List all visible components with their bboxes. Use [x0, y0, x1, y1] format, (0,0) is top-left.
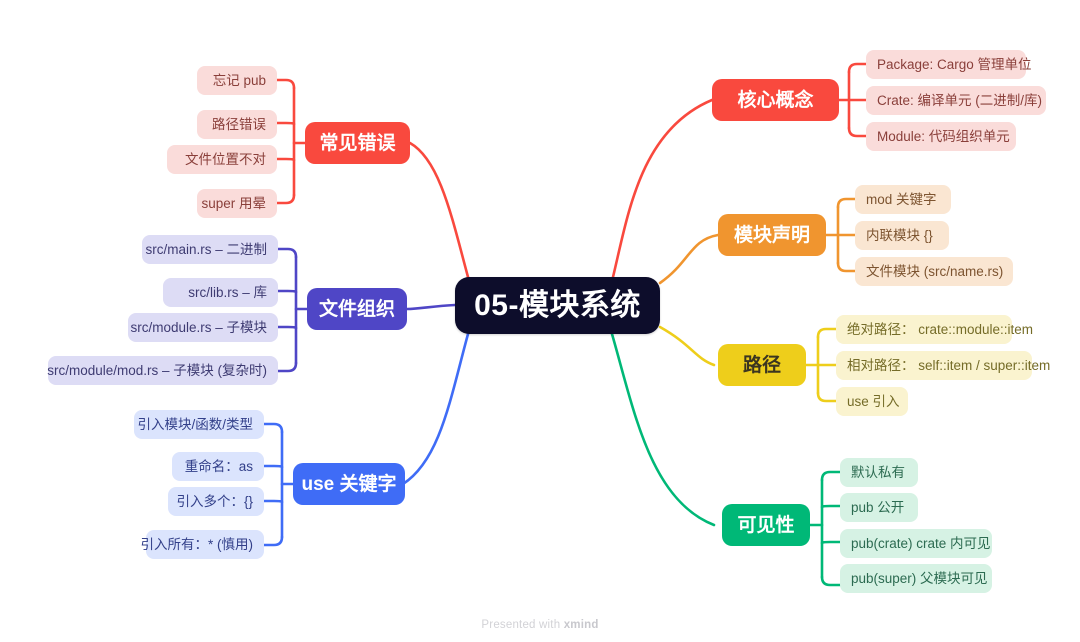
leaf-label: Crate: 编译单元 (二进制/库)	[877, 92, 1043, 108]
branch-visibility[interactable]: 可见性	[722, 504, 810, 546]
edge-root-core-concepts	[611, 98, 714, 279]
branch-file-organization-label: 文件组织	[319, 298, 396, 320]
leaf-label: 重命名：as	[184, 458, 253, 474]
leaf-label: src/module/mod.rs – 子模块 (复杂时)	[47, 362, 267, 378]
leaf-label: 默认私有	[851, 464, 905, 480]
leaf-label: 引入模块/函数/类型	[137, 416, 253, 432]
leaf-use-keyword-0[interactable]: 引入模块/函数/类型	[134, 410, 264, 439]
leaf-label: use 引入	[847, 393, 900, 409]
credit-prefix: Presented with	[481, 619, 564, 631]
leaf-file-organization-2[interactable]: src/module.rs – 子模块	[128, 313, 278, 342]
leaf-use-keyword-2[interactable]: 引入多个：{}	[168, 487, 264, 516]
leaf-paths-0[interactable]: 绝对路径： crate::module::item	[836, 315, 1033, 344]
leaf-label: 引入所有：* (慎用)	[140, 536, 254, 552]
leaf-label: pub 公开	[851, 499, 905, 515]
xmind-credit: Presented with xmind	[0, 619, 1080, 631]
branch-visibility-label: 可见性	[737, 514, 795, 536]
leaf-label: Module: 代码组织单元	[877, 128, 1010, 144]
leaf-label: mod 关键字	[866, 191, 937, 207]
leaf-label: 相对路径： self::item / super::item	[847, 357, 1051, 373]
leaf-label: src/main.rs – 二进制	[145, 241, 267, 257]
branch-common-errors[interactable]: 常见错误	[305, 122, 410, 164]
leaf-label: 文件模块 (src/name.rs)	[866, 263, 1004, 279]
leaf-visibility-0[interactable]: 默认私有	[840, 458, 918, 487]
leaf-visibility-2[interactable]: pub(crate) crate 内可见	[840, 529, 992, 558]
edge-root-visibility	[610, 332, 716, 527]
leaf-core-concepts-2[interactable]: Module: 代码组织单元	[866, 122, 1016, 151]
branch-core-concepts-label: 核心概念	[737, 89, 814, 111]
leaf-label: pub(super) 父模块可见	[851, 570, 988, 586]
edge-root-common-errors	[408, 141, 470, 279]
root-topic-label: 05-模块系统	[474, 288, 641, 322]
edge-root-paths	[658, 325, 716, 367]
leaf-label: 内联模块 {}	[866, 227, 933, 243]
leaf-common-errors-1[interactable]: 路径错误	[197, 110, 277, 139]
leaf-module-declaration-1[interactable]: 内联模块 {}	[855, 221, 949, 250]
leaf-label: 忘记 pub	[212, 72, 266, 88]
leaf-visibility-1[interactable]: pub 公开	[840, 493, 918, 522]
branch-module-declaration[interactable]: 模块声明	[718, 214, 826, 256]
leaf-label: Package: Cargo 管理单位	[877, 56, 1032, 72]
branch-paths-label: 路径	[742, 354, 781, 376]
leaf-label: src/lib.rs – 库	[188, 284, 267, 300]
leaf-label: super 用晕	[201, 195, 266, 211]
leaf-common-errors-2[interactable]: 文件位置不对	[167, 145, 277, 174]
leaf-core-concepts-1[interactable]: Crate: 编译单元 (二进制/库)	[866, 86, 1046, 115]
edge-root-module-declaration	[658, 233, 720, 285]
root-topic[interactable]: 05-模块系统	[455, 277, 660, 334]
branch-file-organization[interactable]: 文件组织	[307, 288, 407, 330]
branch-use-keyword-label: use 关键字	[301, 473, 397, 495]
branch-use-keyword[interactable]: use 关键字	[293, 463, 405, 505]
leaf-paths-2[interactable]: use 引入	[836, 387, 908, 416]
leaf-use-keyword-3[interactable]: 引入所有：* (慎用)	[141, 530, 264, 559]
branch-paths[interactable]: 路径	[718, 344, 806, 386]
leaf-core-concepts-0[interactable]: Package: Cargo 管理单位	[866, 50, 1032, 79]
leaf-paths-1[interactable]: 相对路径： self::item / super::item	[836, 351, 1050, 380]
branch-core-concepts[interactable]: 核心概念	[712, 79, 839, 121]
leaf-common-errors-0[interactable]: 忘记 pub	[197, 66, 277, 95]
branch-module-declaration-label: 模块声明	[734, 224, 811, 246]
leaf-label: pub(crate) crate 内可见	[851, 535, 991, 551]
leaf-label: 引入多个：{}	[176, 493, 253, 509]
leaf-common-errors-3[interactable]: super 用晕	[197, 189, 277, 218]
leaf-file-organization-1[interactable]: src/lib.rs – 库	[163, 278, 278, 307]
leaf-module-declaration-0[interactable]: mod 关键字	[855, 185, 951, 214]
leaf-label: 文件位置不对	[185, 151, 266, 167]
credit-brand: xmind	[563, 619, 599, 631]
leaf-visibility-3[interactable]: pub(super) 父模块可见	[840, 564, 992, 593]
edge-root-use-keyword	[401, 332, 470, 486]
leaf-module-declaration-2[interactable]: 文件模块 (src/name.rs)	[855, 257, 1013, 286]
leaf-label: 路径错误	[212, 116, 266, 132]
branch-common-errors-label: 常见错误	[319, 132, 396, 154]
leaf-use-keyword-1[interactable]: 重命名：as	[172, 452, 264, 481]
leaf-label: src/module.rs – 子模块	[130, 319, 267, 335]
edge-root-file-organization	[405, 303, 457, 311]
leaf-file-organization-3[interactable]: src/module/mod.rs – 子模块 (复杂时)	[47, 356, 278, 385]
leaf-label: 绝对路径： crate::module::item	[847, 321, 1034, 337]
leaf-file-organization-0[interactable]: src/main.rs – 二进制	[142, 235, 278, 264]
